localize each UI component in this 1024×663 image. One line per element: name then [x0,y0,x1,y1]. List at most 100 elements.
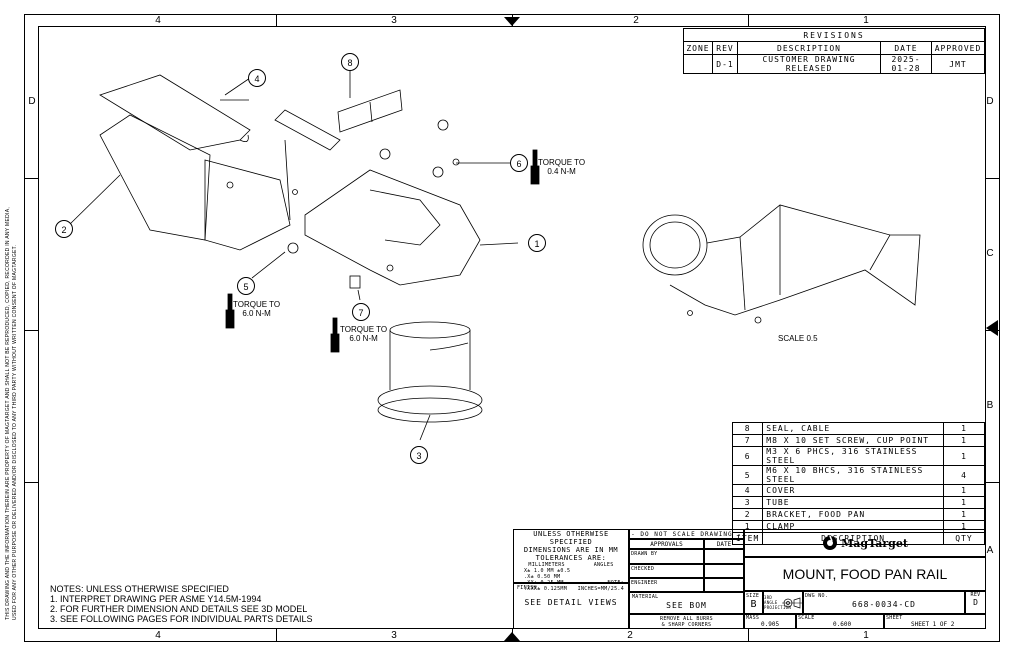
balloon-8: 8 [341,53,359,71]
bom-item: 3 [731,496,764,509]
burrs-box: REMOVE ALL BURRS & SHARP CORNERS [629,614,744,629]
bom-qty: 1 [943,446,985,466]
cover-tab [239,134,249,143]
revisions-table: REVISIONS ZONE REV DESCRIPTION DATE APPR… [683,28,985,74]
size-box: SIZE B [744,591,763,614]
rev-rev: D-1 [712,54,738,74]
tol-mm: MILLIMETERS [528,562,565,568]
bom-description: M6 X 10 BHCS, 316 STAINLESS STEEL [762,465,944,485]
zone-tick [276,629,277,642]
bracket-side [204,159,291,251]
projection-box: 3RD ANGLE PROJECTION [763,591,803,614]
bom-qty: 1 [943,484,985,497]
bom-item: 8 [731,422,764,435]
bracket-part [99,114,211,241]
zone-row-c-right: C [986,248,994,259]
torque-06-line1: TORQUE TO [538,158,586,167]
mass-box: MASS 0.905 [744,614,796,629]
mass-label: MASS [746,615,760,621]
finish-label: FINISH [517,585,537,591]
exploded-view [67,62,540,441]
bom-qty: 4 [943,465,985,485]
note-line: 1. INTERPRET DRAWING PER ASME Y14.5M-199… [50,594,262,604]
rev-date: 2025-01-28 [880,54,932,74]
tol-line1: UNLESS OTHERWISE SPECIFIED [533,530,609,546]
torque-05-line2: 6.0 N-M [242,309,271,318]
bom-description: M3 X 6 PHCS, 316 STAINLESS STEEL [762,446,944,466]
dwg-number-box: DWG NO. 668-0034-CD [803,591,965,614]
rev-header-rev: REV [712,41,738,55]
rev-description: CUSTOMER DRAWING RELEASED [737,54,881,74]
drawn-date [704,549,744,564]
finish-box: FINISH SEE DETAIL VIEWS [513,583,629,629]
tube-top [389,321,471,339]
zone-row-a-right: A [986,545,994,556]
rev-header-date: DATE [880,41,932,55]
scale-value: 0.600 [833,621,852,628]
balloon-5: 5 [237,277,255,295]
rev-label: REV [970,592,981,598]
bom-description: BRACKET, FOOD PAN [762,508,944,521]
bom-item: 7 [731,434,764,447]
zone-col-2-bottom: 2 [627,630,633,641]
sheet-label: SHEET [886,615,903,621]
zone-tick [986,178,1000,179]
third-angle-projection-icon [782,597,802,608]
torque-06-line2: 0.4 N-M [547,167,576,176]
torque-05-line1: TORQUE TO [233,300,281,309]
bracket-flange [274,109,341,151]
material-box: MATERIAL SEE BOM [629,592,744,614]
company-name: MagTarget [841,536,908,550]
tol-line3: TOLERANCES ARE: [535,554,607,562]
bom-description: M8 X 10 SET SCREW, CUP POINT [762,434,944,447]
torque-07-line1: TORQUE TO [340,325,388,334]
bom-item: 6 [731,446,764,466]
zone-col-4-top: 4 [155,15,161,26]
balloon-3: 3 [410,446,428,464]
screw-5-a [437,119,449,131]
tol-units: MILLIMETERS ANGLES [514,562,628,568]
rev-zone [683,54,713,74]
drawing-border [38,26,986,629]
bom-qty: 1 [943,508,985,521]
notes-title: NOTES: UNLESS OTHERWISE SPECIFIED [50,584,229,594]
company-logo-box: MagTarget [744,529,986,557]
material-value: SEE BOM [666,601,707,610]
mass-value: 0.905 [761,621,780,628]
burrs-line1: REMOVE ALL BURRS [660,616,713,622]
size-label: SIZE [746,593,760,599]
scale-label: SCALE 0.5 [778,334,818,343]
zone-tick [748,629,749,642]
center-mark-bottom-icon [504,632,520,641]
size-value: B [750,599,757,610]
zone-row-d-left: D [28,96,36,107]
tol-angles: ANGLES [593,562,614,568]
screw-5-c [432,166,444,178]
clamp-part [304,169,481,286]
notes: NOTES: UNLESS OTHERWISE SPECIFIED 1. INT… [50,584,313,624]
note-line: 2. FOR FURTHER DIMENSION AND DETAILS SEE… [50,604,308,614]
zone-tick [24,178,38,179]
tol-r4: .XXX± 0.125MM [524,586,568,592]
dwg-value: 668-0034-CD [852,600,916,609]
zone-tick [986,482,1000,483]
bracket-edge [284,139,291,221]
finish-value: SEE DETAIL VIEWS [524,598,618,607]
zone-row-b-right: B [986,400,994,411]
rev-approved: JMT [931,54,985,74]
cover-part [99,74,251,151]
checked-date [704,564,744,578]
torque-07-line2: 6.0 N-M [349,334,378,343]
rev-header-description: DESCRIPTION [737,41,881,55]
bom-item: 4 [731,484,764,497]
burrs-line2: & SHARP CORNERS [661,622,712,628]
drawn-by: DRAWN BY [629,549,704,564]
drawing-title: MOUNT, FOOD PAN RAIL [744,557,986,591]
bom-description: TUBE [762,496,944,509]
bom-description: COVER [762,484,944,497]
seal-part [337,89,403,133]
